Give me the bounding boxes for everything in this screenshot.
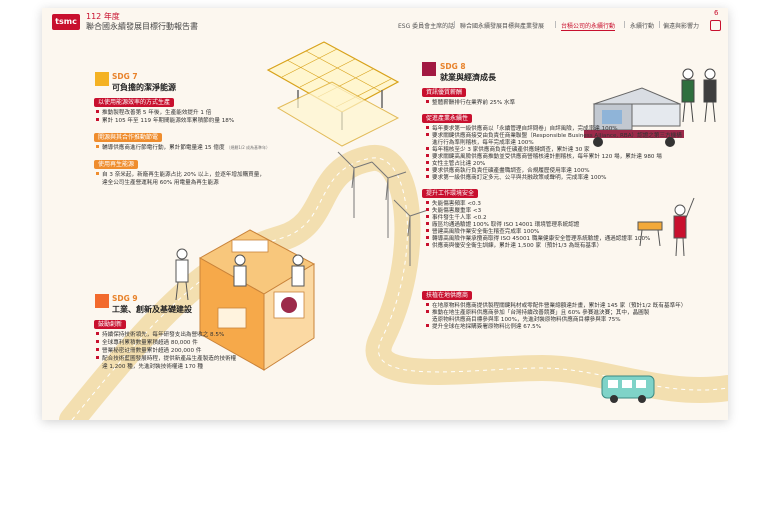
report-title: 聯合國永續發展目標行動報告書 xyxy=(86,22,198,31)
home-icon[interactable] xyxy=(710,20,721,31)
sdg8-item: 廠區均通過驗證 100% 取得 ISO 14001 環境管理系統認證 xyxy=(426,222,579,229)
sdg7-title: 可負擔的潔淨能源 xyxy=(112,83,176,92)
sdg8-item: 轉導高風險作業承攬商取得 ISO 45001 職業健康安全管理系統驗證，通過認證… xyxy=(426,236,650,243)
road-centerline xyxy=(71,157,728,420)
sdg8-item: 要求第一級供應商訂定多元、公平與共融政策或聲明，完成率達 100% xyxy=(426,175,606,182)
sdg9-item: 全球專利累積數量累積超過 80,000 件 xyxy=(96,340,198,347)
electric-bus-icon xyxy=(601,375,655,403)
sdg8-item: 整體薪酬排行在業界前 25% 水準 xyxy=(426,100,515,107)
sdg7-item: 自 3 奈米起，新廠再生能源占比 20% 以上，並逐年增加購買量， xyxy=(96,172,265,179)
safety-barrier-icon xyxy=(637,197,695,257)
sdg8-item: 營建高風險作業安全衛生稽查完成率 100% xyxy=(426,229,539,236)
wind-turbine-icon xyxy=(337,151,429,266)
sdg7-section-label: 以使用能源效率的方式生產 xyxy=(94,98,175,107)
nav-item-sustainable-action[interactable]: 永續行動 xyxy=(630,23,655,30)
nav-item-tsmc-action[interactable]: 台積公司的永續行動 xyxy=(561,23,616,31)
sdg8-item: 要求供應商執行負責任礦產盡職調查，合規履歷使用率達 100% xyxy=(426,168,590,175)
nav-item-chair-message[interactable]: ESG 委員會主席的話 xyxy=(398,23,455,30)
sdg7-section-label: 開源與其合作推動節電 xyxy=(94,133,163,142)
sdg8-item: 失能傷害嚴重率 <3 xyxy=(426,208,481,215)
sdg8-title: 就業與經濟成長 xyxy=(440,73,496,82)
sdg9-item: 持續保持技術領先，每年研發支出為營收之 8.5% xyxy=(96,332,224,339)
page-number: 6 xyxy=(714,9,719,17)
sdg8-number: SDG 8 xyxy=(440,62,466,71)
sdg7-item: 達全公司生產營運耗用 60% 用電量為再生能源 xyxy=(102,180,219,186)
sdg8-section-label: 資訊優質薪酬 xyxy=(422,88,467,97)
sdg8-item: 在地原物料供應商提供製程關鍵耗材或零配件營業總額達計畫，累計達 145 家（預計… xyxy=(426,303,686,310)
illustration-layer xyxy=(59,41,728,420)
nav-item-sdg-industry[interactable]: 聯合國永續發展目標與產業發展 xyxy=(460,23,545,30)
truck-with-equipment-icon xyxy=(584,87,684,147)
sdg8-section-label: 促進產業永續性 xyxy=(422,114,473,123)
sdg7-section-label: 使用再生能源 xyxy=(94,160,139,169)
sdg8-item: 每年稽核至少 3 家供應商負責任礦產供應鏈調查，累計達 30 家 xyxy=(426,147,590,154)
report-page: tsmc 112 年度 聯合國永續發展目標行動報告書 ESG 委員會主席的話 聯… xyxy=(42,8,728,420)
sdg7-icon xyxy=(95,72,109,86)
sdg8-section-label: 提升工作環境安全 xyxy=(422,189,479,198)
sdg8-item: 推動在地生產原料供應商參加「台灣持續改善競賽」且 60% 參賽進決賽；其中，晶圓… xyxy=(426,310,649,317)
sdg9-number: SDG 9 xyxy=(112,294,138,303)
sdg9-title: 工業、創新及基礎建設 xyxy=(112,305,192,314)
sdg8-item: 提升全球在地採購簽署原物料比例達 67.5% xyxy=(426,324,541,331)
solar-panel-array-icon xyxy=(266,41,400,147)
sdg9-item: 營業秘密註冊數量累計超過 200,000 件 xyxy=(96,348,201,355)
page-header: tsmc 112 年度 聯合國永續發展目標行動報告書 ESG 委員會主席的話 聯… xyxy=(42,8,728,44)
sdg8-item: 進行行為準則稽核，每年完成率達 100% xyxy=(432,140,534,146)
sdg8-section-label: 扶植在地供應商 xyxy=(422,291,473,300)
sdg7-item: 輔導供應商進行節電行動，累計節電量達 15 億度 （規劃1/2 成為基準年） xyxy=(96,145,270,152)
worker-figure-icon xyxy=(681,68,717,123)
tsmc-logo: tsmc xyxy=(52,14,80,30)
sdg8-item: 供應商與優安全衛生訓練，累計達 1,500 家（預計1/3 為既有基準） xyxy=(426,243,602,250)
sdg9-icon xyxy=(95,294,109,308)
sdg9-item: 配合技術藍圖發展時程，提供新產品生產製造的技術權 xyxy=(96,356,236,363)
sdg7-number: SDG 7 xyxy=(112,72,138,81)
sdg8-icon xyxy=(422,62,436,76)
sdg8-item: 女性主管占比達 20% xyxy=(426,161,485,168)
sdg7-item: 推動製程改善第 5 年後，生產能效提升 1 倍 xyxy=(96,110,211,117)
sdg8-item: 要求關鍵供應商接受由負責任商業聯盟（Responsible Business A… xyxy=(426,133,682,140)
sdg8-item: 要求關鍵高風險供應商推動並受供應商營稽核達計劃稽核，每年累計 120 場，累計達… xyxy=(426,154,662,161)
semiconductor-fab-equipment-icon xyxy=(198,229,316,371)
nav-item-impact[interactable]: 偏遠與影響力 xyxy=(663,23,700,30)
sdg8-item: 造原物料供應商目標參與率 100%，先進封裝原物料供應商目標參與率 75% xyxy=(432,317,621,323)
sdg8-item: 失能傷害頻率 <0.3 xyxy=(426,201,481,208)
sdg8-item: 事件發生千人率 <0.2 xyxy=(426,215,487,222)
sdg7-item: 累計 105 年至 119 年期間能源效率累積節約量 18% xyxy=(96,118,234,125)
report-year: 112 年度 xyxy=(86,12,120,21)
sdg9-section-label: 鼓勵創新 xyxy=(94,320,127,329)
sdg9-item: 達 1,200 種，先進封裝技術權達 170 種 xyxy=(102,364,203,370)
engineer-figure-icon xyxy=(175,248,305,301)
sdg8-item: 每年要求第一級供應商以「永續管理自評問卷」自評風險，完成率達 100% xyxy=(426,126,618,133)
